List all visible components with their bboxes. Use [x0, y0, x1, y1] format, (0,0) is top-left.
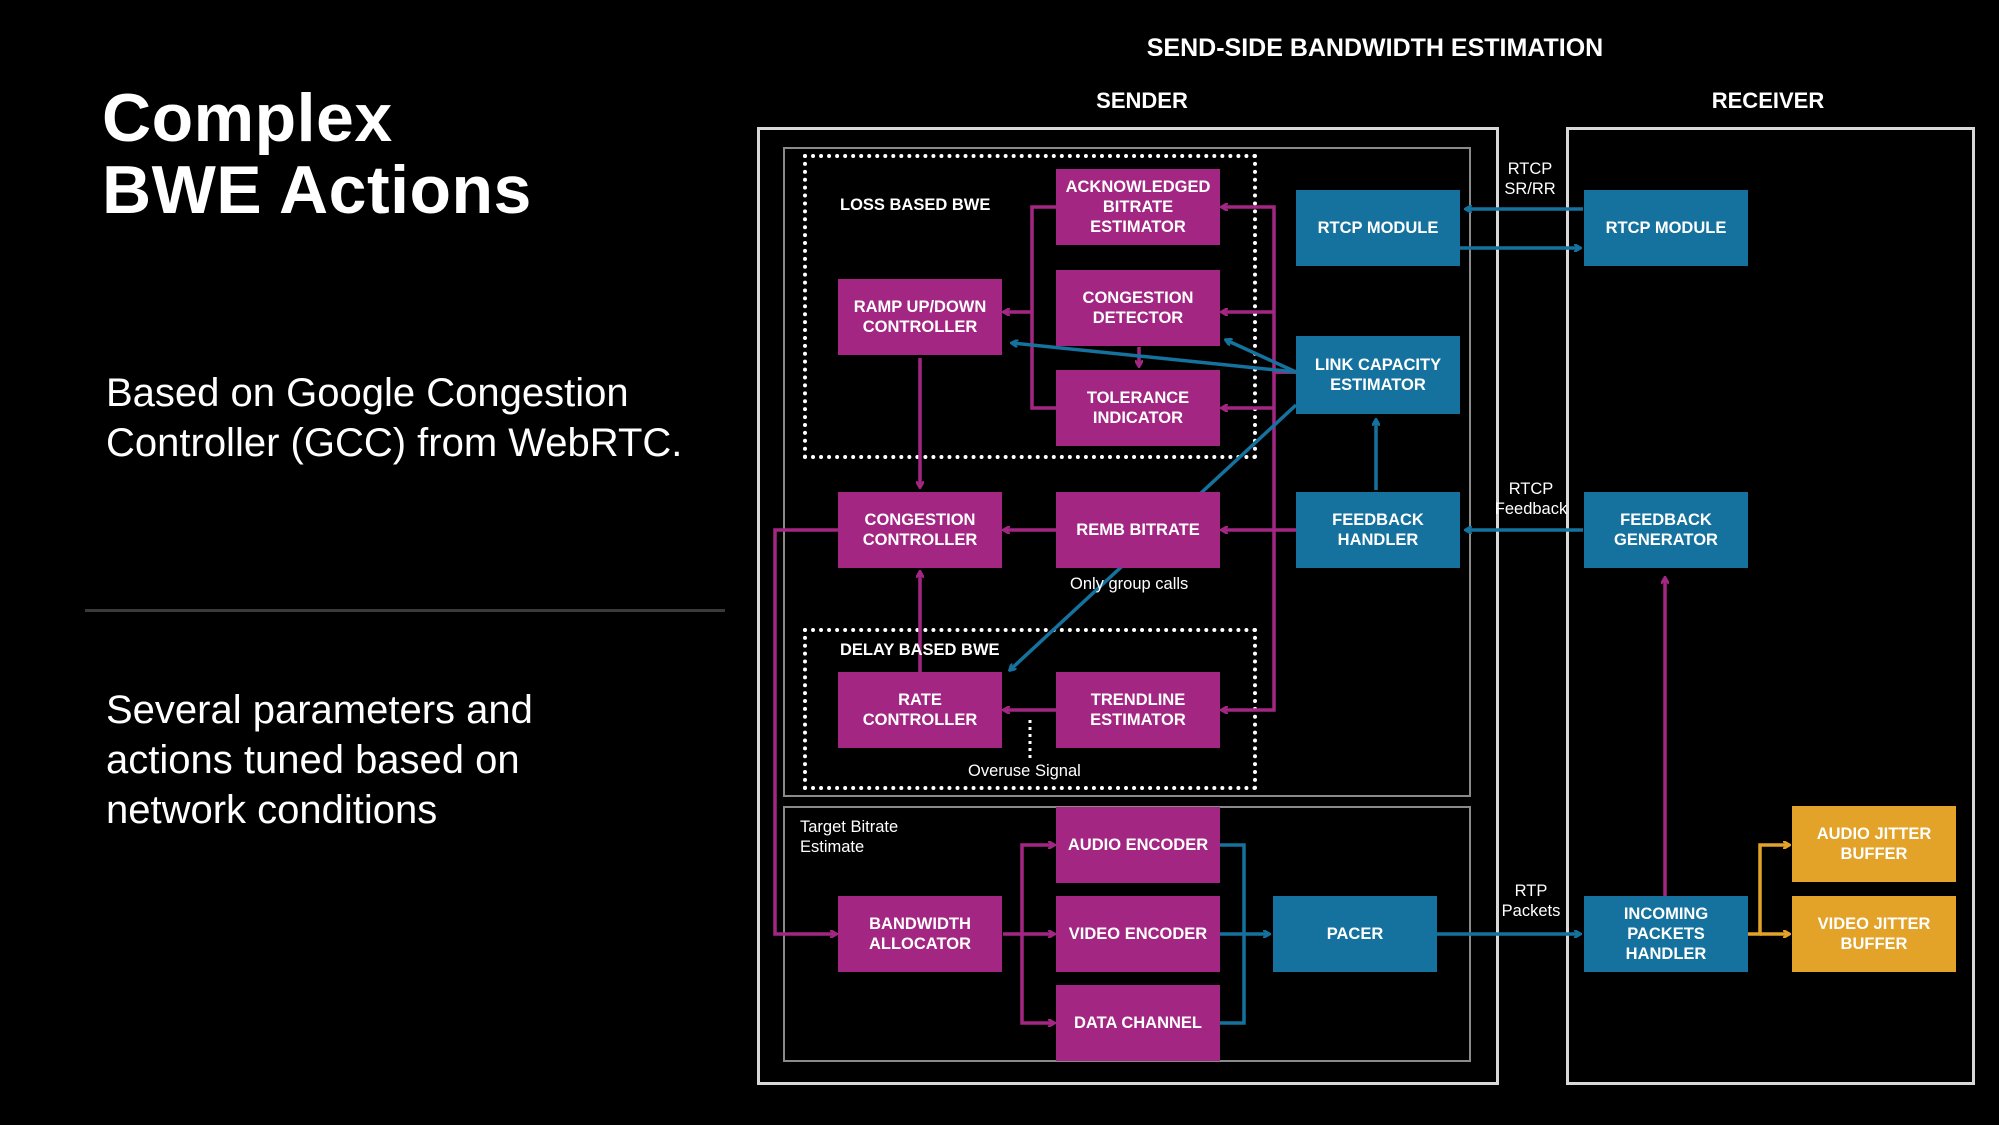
- rate-controller: RATE CONTROLLER: [838, 672, 1002, 748]
- slide-title-line2: BWE Actions: [102, 152, 532, 228]
- target-bitrate-label: Target Bitrate Estimate: [800, 818, 899, 856]
- only-group-calls-label: Only group calls: [1070, 575, 1189, 593]
- loss-based-label: LOSS BASED BWE: [840, 196, 991, 214]
- incoming-packets-handler: INCOMING PACKETS HANDLER: [1584, 896, 1748, 972]
- rtcp-feedback-label: RTCP Feedback: [1494, 480, 1568, 518]
- tolerance-indicator: TOLERANCE INDICATOR: [1056, 370, 1220, 446]
- diagram-title: SEND-SIDE BANDWIDTH ESTIMATION: [1146, 34, 1604, 62]
- estimation-panel: [783, 147, 1471, 797]
- loss-based-group: [803, 154, 1257, 459]
- congestion-controller: CONGESTION CONTROLLER: [838, 492, 1002, 568]
- receiver-frame: [1566, 127, 1975, 1085]
- delay-based-label: DELAY BASED BWE: [840, 641, 1000, 659]
- congestion-detector: CONGESTION DETECTOR: [1056, 270, 1220, 346]
- sender-heading: SENDER: [1096, 88, 1188, 113]
- slide-title-line1: Complex: [102, 80, 393, 156]
- feedback-generator: FEEDBACK GENERATOR: [1584, 492, 1748, 568]
- feedback-handler: FEEDBACK HANDLER: [1296, 492, 1460, 568]
- slide-title: Complex BWE Actions: [102, 82, 532, 226]
- sender-frame: [757, 127, 1499, 1085]
- bullet-gcc: Based on Google Congestion Controller (G…: [106, 371, 683, 465]
- receiver-heading: RECEIVER: [1711, 88, 1825, 113]
- trendline-estimator: TRENDLINE ESTIMATOR: [1056, 672, 1220, 748]
- bandwidth-allocator: BANDWIDTH ALLOCATOR: [838, 896, 1002, 972]
- audio-jitter-buffer: AUDIO JITTER BUFFER: [1792, 806, 1956, 882]
- ramp-controller: RAMP UP/DOWN CONTROLLER: [838, 279, 1002, 355]
- video-encoder: VIDEO ENCODER: [1056, 896, 1220, 972]
- ack-bitrate-estimator: ACKNOWLEDGED BITRATE ESTIMATOR: [1056, 169, 1220, 245]
- audio-encoder: AUDIO ENCODER: [1056, 807, 1220, 883]
- rtcp-module-receiver: RTCP MODULE: [1584, 190, 1748, 266]
- link-capacity-estimator: LINK CAPACITY ESTIMATOR: [1296, 336, 1460, 414]
- rtcp-srrr-label: RTCP SR/RR: [1504, 160, 1556, 198]
- bullet-parameters: Several parameters and actions tuned bas…: [106, 688, 533, 832]
- rtp-packets-label: RTP Packets: [1501, 882, 1561, 920]
- divider: [85, 609, 725, 612]
- pacer: PACER: [1273, 896, 1437, 972]
- rtcp-module-sender: RTCP MODULE: [1296, 190, 1460, 266]
- data-channel: DATA CHANNEL: [1056, 985, 1220, 1061]
- overuse-signal-label: Overuse Signal: [968, 762, 1081, 780]
- video-jitter-buffer: VIDEO JITTER BUFFER: [1792, 896, 1956, 972]
- remb-bitrate: REMB BITRATE: [1056, 492, 1220, 568]
